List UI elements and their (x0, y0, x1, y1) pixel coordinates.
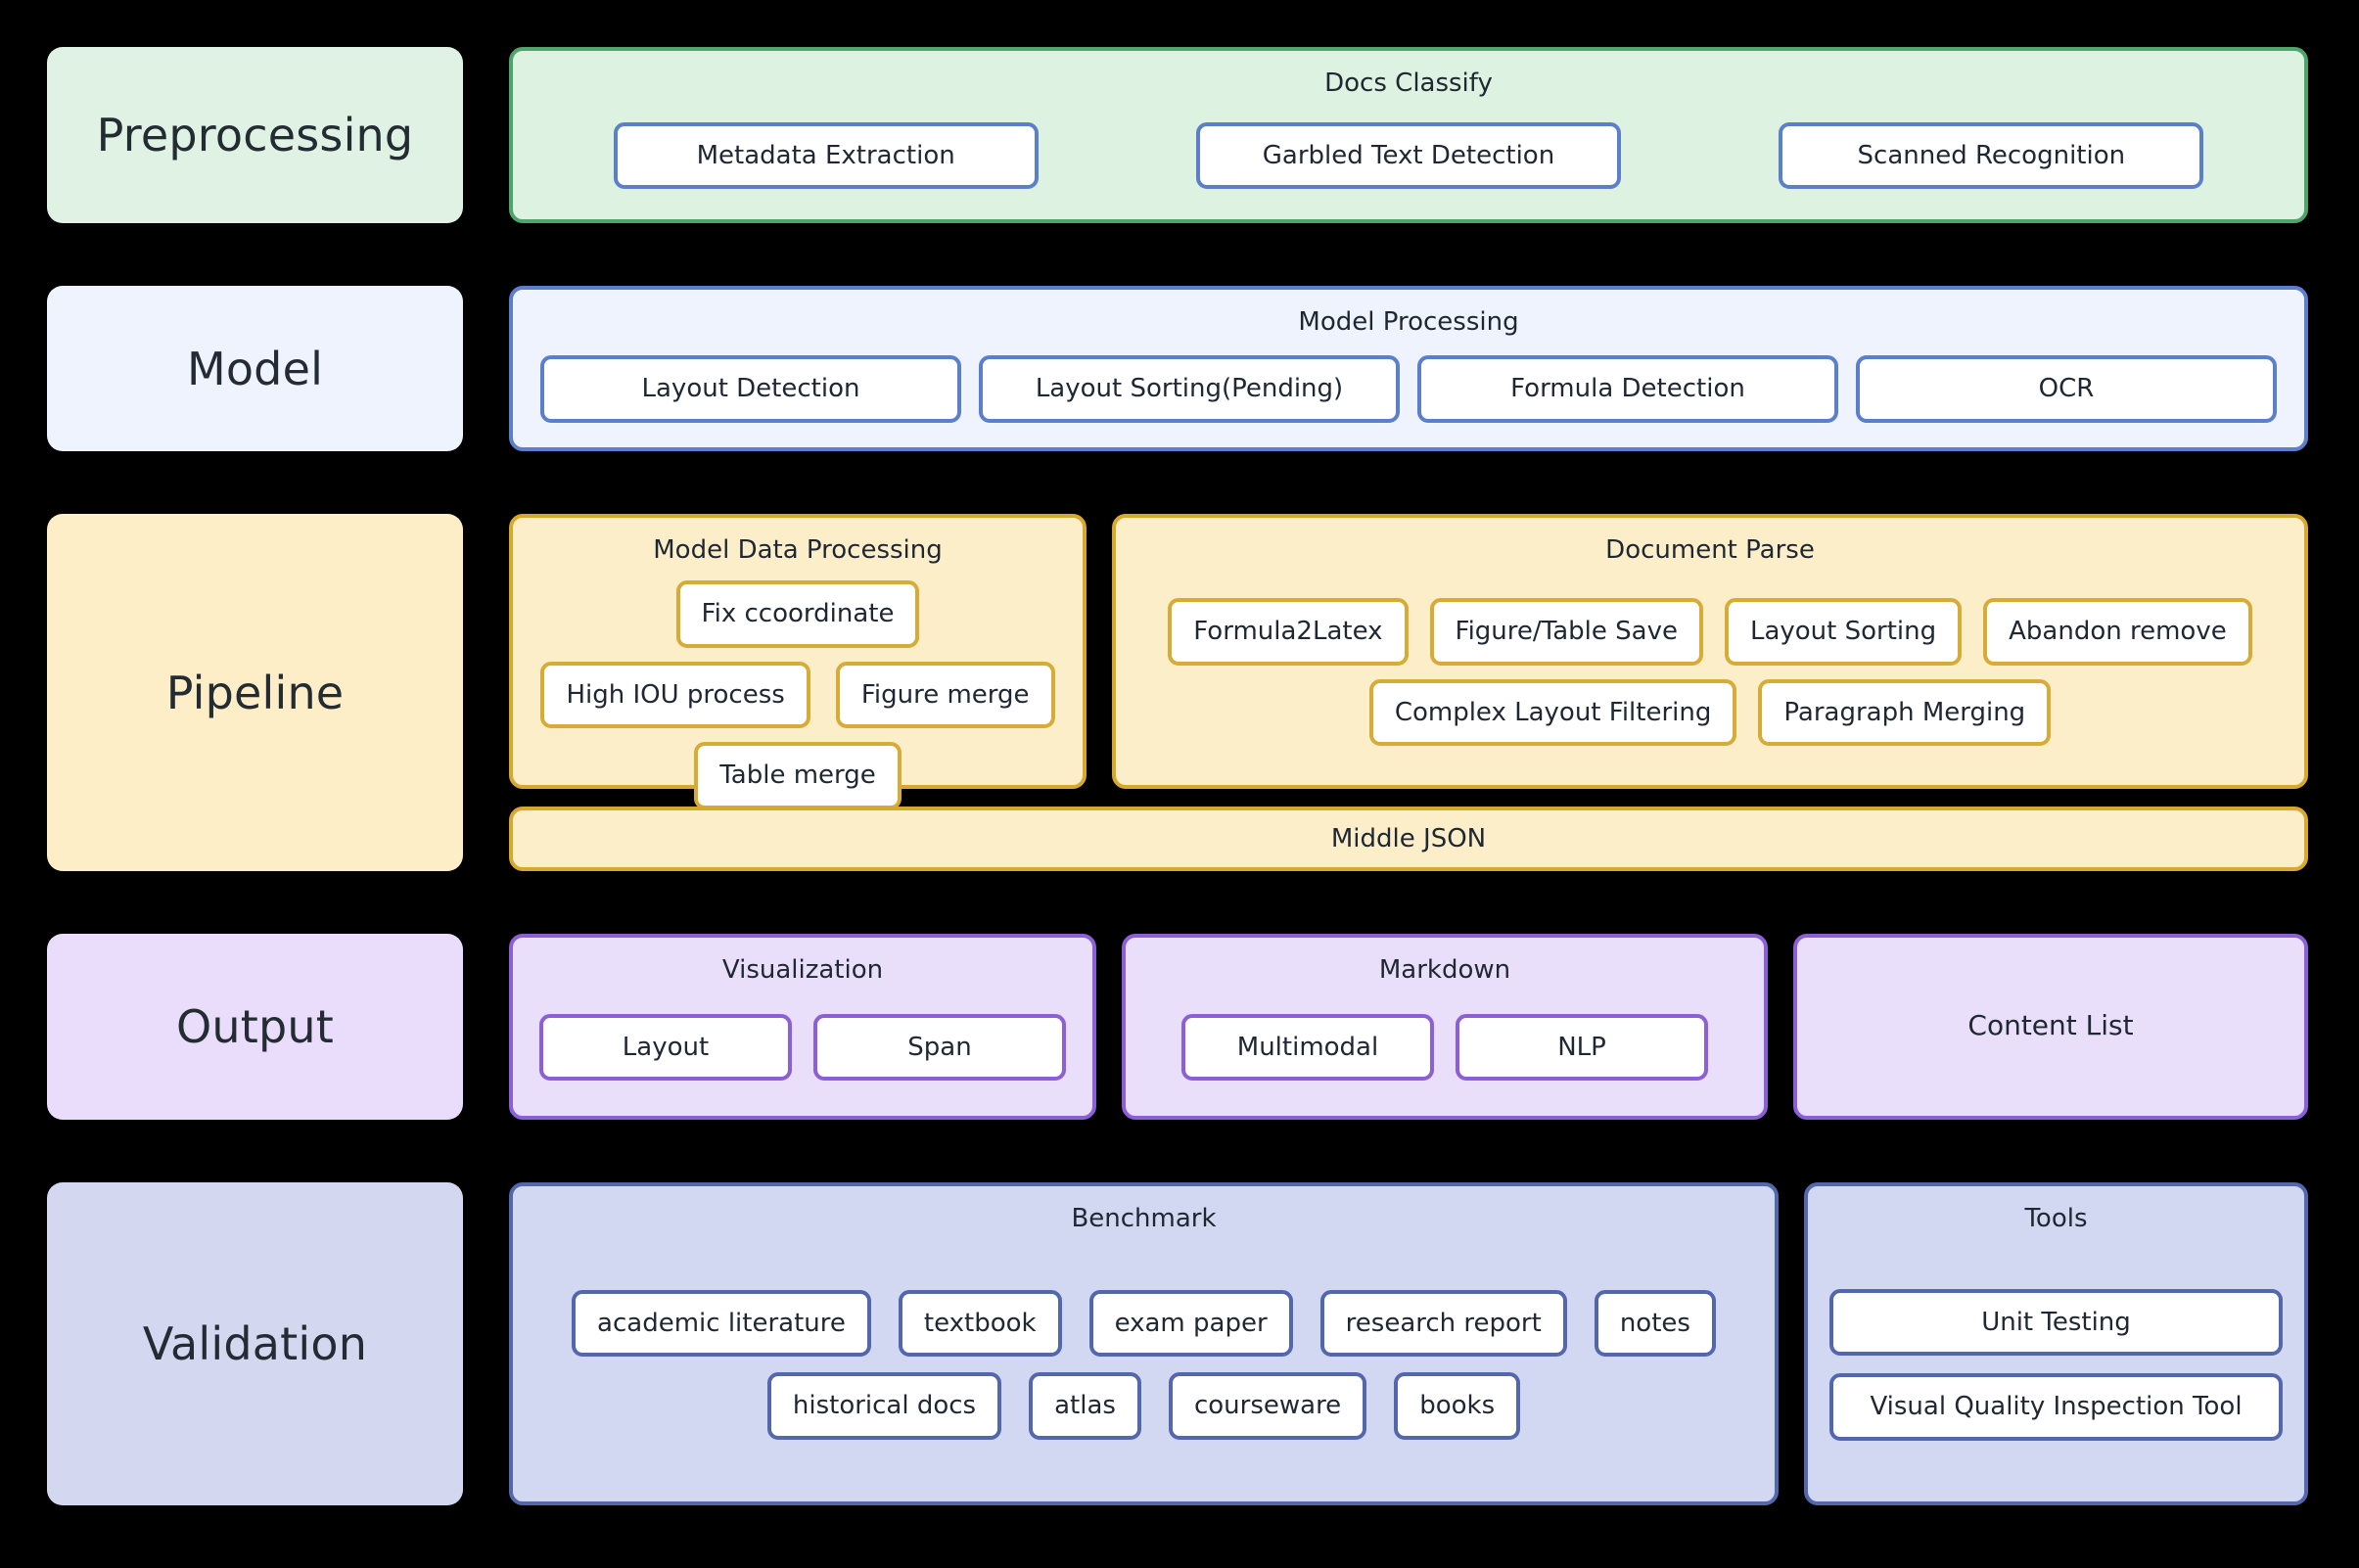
group-body-model-processing: Layout Detection Layout Sorting(Pending)… (534, 352, 2283, 426)
stage-content-model: Model Processing Layout Detection Layout… (509, 286, 2308, 451)
chip-figure-table-save[interactable]: Figure/Table Save (1429, 598, 1703, 666)
group-row-model: Model Processing Layout Detection Layout… (509, 286, 2308, 451)
group-title-visualization: Visualization (721, 955, 884, 985)
stage-row-output: Output Visualization Layout Span Markdow… (47, 934, 2308, 1120)
stage-row-pipeline: Pipeline Model Data Processing Fix ccoor… (47, 514, 2308, 871)
chip-books[interactable]: books (1394, 1372, 1521, 1440)
chip-span[interactable]: Span (813, 1013, 1066, 1082)
group-title-markdown: Markdown (1378, 955, 1511, 985)
chip-exam-paper[interactable]: exam paper (1088, 1289, 1293, 1357)
stage-label-output: Output (47, 934, 463, 1120)
chip-notes[interactable]: notes (1594, 1289, 1716, 1357)
chip-formula2latex[interactable]: Formula2Latex (1168, 598, 1409, 666)
group-body-document-parse: Formula2Latex Figure/Table Save Layout S… (1137, 580, 2283, 763)
chip-multimodal[interactable]: Multimodal (1181, 1013, 1434, 1082)
group-markdown: Markdown Multimodal NLP (1122, 934, 1768, 1120)
chip-historical-docs[interactable]: historical docs (766, 1372, 1002, 1440)
chip-atlas[interactable]: atlas (1029, 1372, 1141, 1440)
chip-courseware[interactable]: courseware (1168, 1372, 1367, 1440)
group-body-docs-classify: Metadata Extraction Garbled Text Detecti… (534, 114, 2283, 198)
stage-content-output: Visualization Layout Span Markdown Multi… (509, 934, 2308, 1120)
stage-row-preprocessing: Preprocessing Docs Classify Metadata Ext… (47, 47, 2308, 223)
group-body-visualization: Layout Span (534, 1000, 1071, 1094)
group-docs-classify: Docs Classify Metadata Extraction Garble… (509, 47, 2308, 223)
group-tools: Tools Unit Testing Visual Quality Inspec… (1804, 1182, 2308, 1505)
chip-academic-literature[interactable]: academic literature (572, 1289, 871, 1357)
chip-paragraph-merging[interactable]: Paragraph Merging (1758, 678, 2052, 746)
stage-row-model: Model Model Processing Layout Detection … (47, 286, 2308, 451)
group-benchmark: Benchmark academic literature textbook e… (509, 1182, 1779, 1505)
stage-label-preprocessing: Preprocessing (47, 47, 463, 223)
group-title-model-processing: Model Processing (1298, 307, 1519, 337)
group-row-preprocessing: Docs Classify Metadata Extraction Garble… (509, 47, 2308, 223)
group-title-tools: Tools (2024, 1204, 2088, 1233)
chip-layout-sorting-pending[interactable]: Layout Sorting(Pending) (979, 355, 1400, 423)
chip-complex-layout-filtering[interactable]: Complex Layout Filtering (1368, 678, 1737, 746)
chip-abandon-remove[interactable]: Abandon remove (1983, 598, 2252, 666)
chip-unit-testing[interactable]: Unit Testing (1829, 1288, 2283, 1356)
banner-middle-json: Middle JSON (509, 807, 2308, 871)
chip-figure-merge[interactable]: Figure merge (835, 661, 1055, 728)
chip-research-report[interactable]: research report (1319, 1289, 1567, 1357)
group-model-data-processing: Model Data Processing Fix ccoordinate Hi… (509, 514, 1087, 809)
group-title-document-parse: Document Parse (1605, 535, 1815, 565)
stage-label-pipeline: Pipeline (47, 514, 463, 871)
group-row-validation: Benchmark academic literature textbook e… (509, 1182, 2308, 1505)
chip-visual-quality-inspection-tool[interactable]: Visual Quality Inspection Tool (1829, 1373, 2283, 1441)
group-body-tools: Unit Testing Visual Quality Inspection T… (1829, 1249, 2283, 1480)
chip-nlp[interactable]: NLP (1456, 1013, 1708, 1082)
chip-formula-detection[interactable]: Formula Detection (1417, 355, 1838, 423)
group-title-content-list: Content List (1967, 1008, 2134, 1041)
chip-scanned-recognition[interactable]: Scanned Recognition (1779, 121, 2204, 190)
stage-content-validation: Benchmark academic literature textbook e… (509, 1182, 2308, 1505)
chip-garbled-text-detection[interactable]: Garbled Text Detection (1195, 121, 1621, 190)
group-content-list: Content List (1793, 934, 2308, 1120)
group-title-model-data-processing: Model Data Processing (653, 535, 943, 565)
group-body-benchmark: academic literature textbook exam paper … (534, 1249, 1753, 1480)
group-model-processing: Model Processing Layout Detection Layout… (509, 286, 2308, 451)
chip-layout-detection[interactable]: Layout Detection (540, 355, 961, 423)
chip-layout[interactable]: Layout (539, 1013, 792, 1082)
group-document-parse: Document Parse Formula2Latex Figure/Tabl… (1112, 514, 2308, 789)
chip-high-iou-process[interactable]: High IOU process (540, 661, 810, 728)
chip-textbook[interactable]: textbook (898, 1289, 1062, 1357)
group-body-model-data-processing: Fix ccoordinate High IOU process Figure … (534, 580, 1061, 809)
stage-label-model: Model (47, 286, 463, 451)
chip-table-merge[interactable]: Table merge (694, 742, 902, 809)
chip-ocr[interactable]: OCR (1856, 355, 2277, 423)
chip-layout-sorting[interactable]: Layout Sorting (1724, 598, 1963, 666)
stage-content-pipeline: Model Data Processing Fix ccoordinate Hi… (509, 514, 2308, 871)
stage-row-validation: Validation Benchmark academic literature… (47, 1182, 2308, 1505)
group-title-docs-classify: Docs Classify (1324, 69, 1493, 98)
chip-metadata-extraction[interactable]: Metadata Extraction (613, 121, 1039, 190)
group-visualization: Visualization Layout Span (509, 934, 1096, 1120)
chip-fix-ccoordinate[interactable]: Fix ccoordinate (675, 580, 920, 648)
group-title-benchmark: Benchmark (1071, 1204, 1217, 1233)
stage-label-validation: Validation (47, 1182, 463, 1505)
group-row-output: Visualization Layout Span Markdown Multi… (509, 934, 2308, 1120)
group-row-pipeline: Model Data Processing Fix ccoordinate Hi… (509, 514, 2308, 809)
stage-content-preprocessing: Docs Classify Metadata Extraction Garble… (509, 47, 2308, 223)
group-body-markdown: Multimodal NLP (1147, 1000, 1742, 1094)
